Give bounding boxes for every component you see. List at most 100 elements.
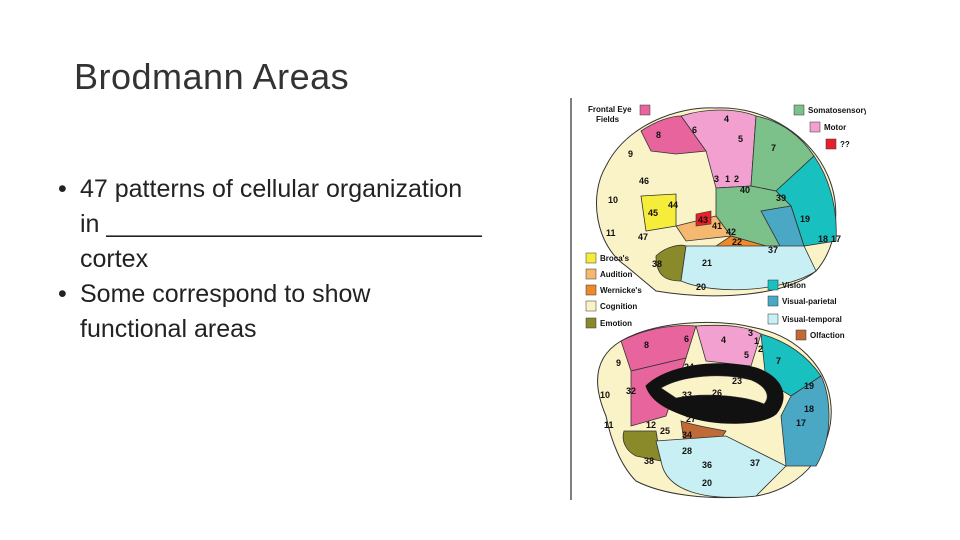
area-number: 6 [692, 125, 697, 135]
area-number: 29 [708, 398, 718, 408]
area-number: 12 [646, 420, 656, 430]
legend-mid-left: Broca's Audition Wernicke's Cognition Em… [585, 252, 642, 329]
area-number: 3 [714, 174, 719, 184]
area-number: 44 [668, 200, 678, 210]
area-number: 8 [656, 130, 661, 140]
area-number: 43 [698, 215, 708, 225]
area-number: 7 [771, 143, 776, 153]
area-number: 5 [744, 350, 749, 360]
area-number: 18 [804, 404, 814, 414]
area-number: 17 [796, 418, 806, 428]
area-number: 25 [660, 426, 670, 436]
area-number: 32 [626, 386, 636, 396]
area-number: 7 [776, 356, 781, 366]
area-number: 19 [800, 214, 810, 224]
bullet-item: • 47 patterns of cellular organization i… [58, 172, 558, 277]
legend-label: Motor [824, 123, 846, 132]
cingulate-area-33 [660, 375, 768, 405]
legend-swatch [585, 268, 597, 280]
brodmann-brain-diagram: Frontal Eye Fields Somatosensory Motor ?… [566, 96, 866, 500]
medial-emotion-area [622, 430, 662, 462]
area-number: 3 [748, 328, 753, 338]
unknown-area-43 [695, 210, 712, 227]
medial-motor-area [695, 324, 762, 367]
area-number: 9 [628, 149, 633, 159]
area-number: 21 [702, 258, 712, 268]
bullet-line: 47 patterns of cellular organization [80, 175, 463, 203]
area-number: 27 [686, 414, 696, 424]
area-number: 46 [639, 176, 649, 186]
bullet-line: Some correspond to show [80, 280, 371, 308]
legend-swatch [825, 138, 837, 150]
bullet-item: • Some correspond to show functional are… [58, 277, 558, 347]
legend-swatch [585, 252, 597, 264]
area-number: 2 [734, 174, 739, 184]
bullet-list: • 47 patterns of cellular organization i… [58, 172, 558, 347]
area-number: 23 [732, 376, 742, 386]
area-number: 10 [608, 195, 618, 205]
frontal-eye-fields-area [640, 115, 707, 155]
brain-figure-svg: Frontal Eye Fields Somatosensory Motor ?… [570, 98, 866, 500]
medial-frontal-area [620, 325, 697, 372]
bullet-line: in ___________________________ [80, 210, 482, 238]
area-number: 40 [740, 185, 750, 195]
area-number: 41 [712, 221, 722, 231]
legend-label: Cognition [600, 302, 637, 311]
area-number: 5 [738, 134, 743, 144]
area-number: 36 [702, 460, 712, 470]
area-number: 37 [750, 458, 760, 468]
legend-mid-right: Vision Visual-parietal Visual-temporal O… [767, 279, 845, 341]
legend-frontal-eye: Frontal Eye Fields [588, 104, 651, 124]
lateral-area-numbers: 4 6 8 5 7 9 46 3 1 2 40 39 10 45 44 43 4… [606, 114, 841, 292]
area-number: 31 [752, 370, 762, 380]
area-number: 34 [682, 430, 692, 440]
area-number: 22 [732, 237, 742, 247]
bullet-line: cortex [80, 245, 149, 273]
area-number: 19 [804, 381, 814, 391]
legend-label: Audition [600, 270, 633, 279]
area-number: 38 [644, 456, 654, 466]
area-number: 18 [818, 234, 828, 244]
area-number: 20 [702, 478, 712, 488]
bullet-line: functional areas [80, 315, 257, 343]
area-number: 37 [768, 245, 778, 255]
legend-label: Olfaction [810, 331, 845, 340]
area-number: 6 [684, 334, 689, 344]
medial-area-numbers: 3 1 2 5 8 6 4 7 9 24 23 31 19 26 29 30 1… [600, 328, 814, 488]
legend-label: ?? [840, 140, 850, 149]
area-number: 10 [600, 390, 610, 400]
area-number: 11 [606, 228, 616, 238]
area-number: 45 [648, 208, 658, 218]
area-number: 1 [754, 336, 759, 346]
area-number: 4 [724, 114, 729, 124]
lateral-brain [596, 107, 837, 297]
legend-swatch [793, 104, 805, 116]
area-number: 11 [604, 420, 614, 430]
area-number: 47 [638, 232, 648, 242]
area-number: 24 [684, 362, 694, 372]
slide-title: Brodmann Areas [74, 56, 350, 97]
legend-label: Wernicke's [600, 286, 642, 295]
legend-swatch [767, 313, 779, 325]
area-number: 4 [721, 335, 726, 345]
legend-swatch [585, 284, 597, 296]
area-number: 38 [652, 259, 662, 269]
area-number: 2 [758, 344, 763, 354]
legend-top-right: Somatosensory Motor ?? [793, 104, 866, 150]
area-number: 17 [831, 234, 841, 244]
medial-occipital-area [780, 375, 830, 467]
legend-swatch [767, 279, 779, 291]
area-number: 33 [682, 390, 692, 400]
legend-label: Somatosensory [808, 106, 866, 115]
legend-swatch [585, 300, 597, 312]
bullet-marker: • [58, 175, 67, 203]
area-number: 8 [644, 340, 649, 350]
legend-swatch [767, 295, 779, 307]
legend-label: Vision [782, 281, 806, 290]
medial-temporal-area [655, 435, 787, 498]
legend-label: Visual-parietal [782, 297, 837, 306]
area-number: 42 [726, 227, 736, 237]
area-number: 26 [712, 388, 722, 398]
area-number: 30 [747, 408, 757, 418]
area-number: 9 [616, 358, 621, 368]
